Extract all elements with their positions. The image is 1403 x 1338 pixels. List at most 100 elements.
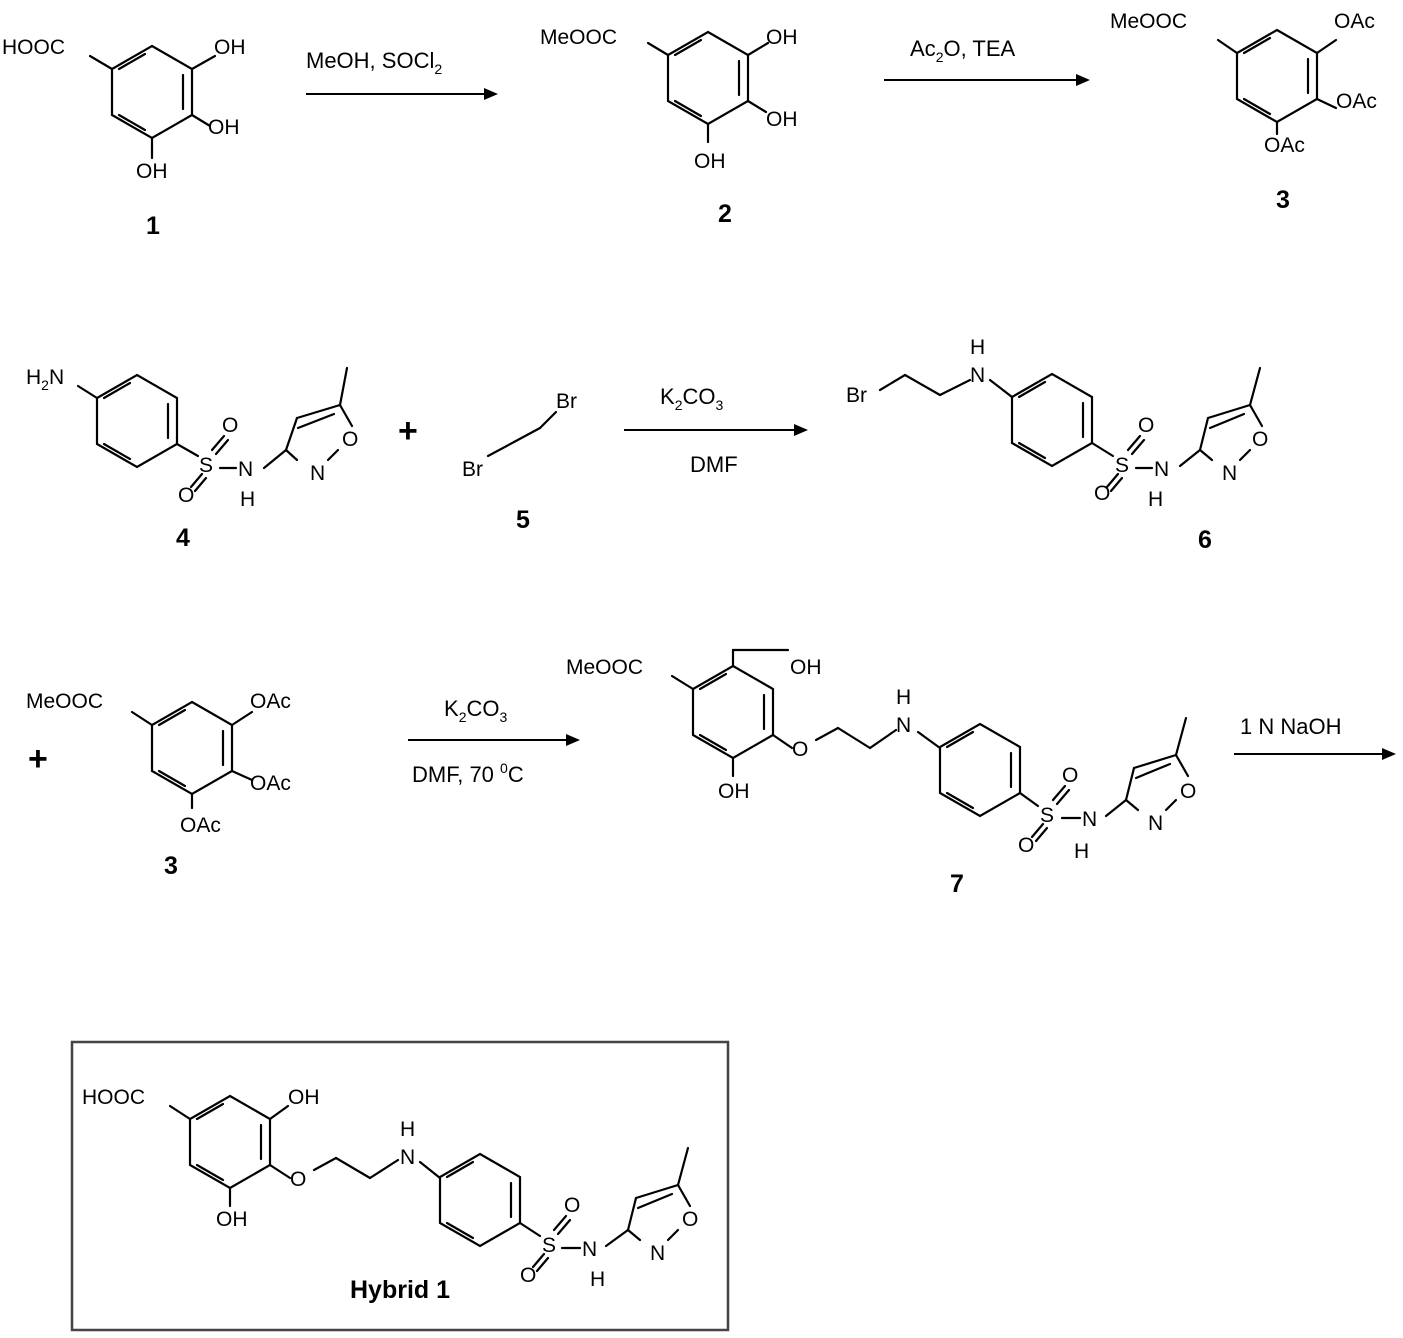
compound-5-number: 5	[516, 506, 530, 534]
compound-4-iso-n: N	[310, 462, 325, 485]
compound-4-nh-n: N	[238, 458, 253, 481]
compound-7-nh2-n: N	[1082, 808, 1097, 831]
compound-7: MeOOC OH OH O H N S O O N H N O 7	[566, 648, 1196, 898]
compound-3-reactant-oac-bottom: OAc	[180, 814, 221, 837]
compound-2-oh-top: OH	[766, 26, 798, 49]
hybrid-1-nh-h: H	[400, 1118, 415, 1141]
compound-5-br1: Br	[556, 390, 577, 413]
compound-1: HOOC OH OH OH 1	[2, 36, 246, 240]
compound-4-bonds	[76, 366, 354, 493]
reaction-arrow-2	[884, 74, 1090, 86]
reagent-dmf-70c: DMF, 70 0C	[412, 760, 524, 787]
compound-4: H2N S O O N H N O 4	[26, 366, 358, 552]
compound-6-nh2-h: H	[1148, 488, 1163, 511]
compound-7-oh-bottom: OH	[718, 780, 750, 803]
compound-1-number: 1	[146, 212, 160, 240]
compound-6-number: 6	[1198, 526, 1212, 554]
compound-3-reactant: MeOOC OAc OAc OAc 3	[26, 690, 291, 880]
compound-7-o2: O	[1018, 834, 1034, 857]
hybrid-1-o1: O	[564, 1194, 580, 1217]
hybrid-1-bonds	[168, 1094, 692, 1273]
reagent-k2co3: K2CO3	[660, 384, 723, 413]
hybrid-1-iso-o: O	[682, 1208, 698, 1231]
reagent-k2co3-row3: K2CO3	[444, 696, 507, 725]
compound-3-oac-bottom: OAc	[1264, 134, 1305, 157]
plus-sign-row2: +	[398, 412, 418, 450]
compound-7-o1: O	[1062, 764, 1078, 787]
compound-3-reactant-bonds	[130, 700, 254, 810]
hybrid-1-label: Hybrid 1	[350, 1276, 450, 1304]
hybrid-1-nh2-h: H	[590, 1268, 605, 1291]
compound-2-number: 2	[718, 200, 732, 228]
compound-3-reactant-oac-mid: OAc	[250, 772, 291, 795]
compound-4-iso-o: O	[342, 428, 358, 451]
reaction-arrow-4	[408, 734, 580, 746]
compound-7-nh-h: H	[896, 686, 911, 709]
product-box-frame	[70, 1040, 730, 1332]
compound-1-oh-bottom: OH	[136, 160, 168, 183]
compound-3-reactant-ester: MeOOC	[26, 690, 103, 713]
plus-sign-row3: +	[28, 740, 48, 778]
reaction-arrow-3	[624, 424, 808, 436]
compound-6-nh-n: N	[970, 364, 985, 387]
hybrid-1-iso-n: N	[650, 1242, 665, 1265]
reaction-arrow-5	[1234, 748, 1396, 760]
compound-3-ester: MeOOC	[1110, 10, 1187, 33]
compound-6-o1: O	[1138, 414, 1154, 437]
hybrid-1-nh2-n: N	[582, 1238, 597, 1261]
compound-3-bonds	[1216, 28, 1338, 136]
compound-1-oh-top: OH	[214, 36, 246, 59]
compound-3-reactant-oac-top: OAc	[250, 690, 291, 713]
compound-7-nh2-h: H	[1074, 840, 1089, 863]
compound-1-oh-mid: OH	[208, 116, 240, 139]
compound-3-reactant-number: 3	[164, 852, 178, 880]
hybrid-1-oh-top: OH	[288, 1086, 320, 1109]
hybrid-1-nh-n: N	[400, 1146, 415, 1169]
compound-7-nh-n: N	[896, 714, 911, 737]
reagent-meoh-socl2: MeOH, SOCl2	[306, 48, 442, 77]
compound-7-oh-top: OH	[790, 656, 822, 679]
reaction-arrow-1	[306, 88, 498, 100]
reagent-ac2o-tea: Ac2O, TEA	[910, 36, 1016, 65]
compound-6-s: S	[1115, 454, 1129, 477]
compound-5-br2: Br	[462, 458, 483, 481]
compound-7-bonds	[670, 648, 1190, 843]
compound-5: Br Br 5	[462, 390, 577, 534]
compound-7-s: S	[1040, 804, 1054, 827]
product-box: HOOC OH OH O H N S O O N H N O Hybrid 1	[70, 1040, 730, 1332]
compound-2: MeOOC OH OH OH 2	[540, 26, 798, 228]
compound-6-iso-n: N	[1222, 462, 1237, 485]
hybrid-1-ether-o: O	[290, 1168, 306, 1191]
compound-7-iso-n: N	[1148, 812, 1163, 835]
compound-3-number: 3	[1276, 186, 1290, 214]
compound-3-oac-top: OAc	[1334, 10, 1375, 33]
compound-2-ester: MeOOC	[540, 26, 617, 49]
compound-7-number: 7	[950, 870, 964, 898]
compound-7-ether-o: O	[792, 738, 808, 761]
compound-6-iso-o: O	[1252, 428, 1268, 451]
compound-3: MeOOC OAc OAc OAc 3	[1110, 10, 1377, 214]
compound-7-iso-o: O	[1180, 780, 1196, 803]
compound-6-nh-h: H	[970, 336, 985, 359]
compound-2-oh-mid: OH	[766, 108, 798, 131]
hybrid-1-o2: O	[520, 1264, 536, 1287]
compound-3-oac-mid: OAc	[1336, 90, 1377, 113]
compound-7-ester: MeOOC	[566, 656, 643, 679]
hybrid-1-oh-bottom: OH	[216, 1208, 248, 1231]
reagent-dmf: DMF	[690, 452, 738, 477]
compound-4-number: 4	[176, 524, 190, 552]
compound-6-br: Br	[846, 384, 867, 407]
compound-1-bonds	[88, 44, 217, 160]
compound-4-s: S	[199, 454, 213, 477]
compound-2-bonds	[646, 30, 770, 144]
compound-4-o2: O	[178, 484, 194, 507]
compound-6: Br H N S O O N H N O 6	[846, 336, 1268, 554]
compound-6-bonds	[878, 366, 1264, 493]
hybrid-1-s: S	[542, 1234, 556, 1257]
compound-1-cooh: HOOC	[2, 36, 65, 59]
compound-6-nh2-n: N	[1154, 458, 1169, 481]
compound-4-nh-h: H	[240, 488, 255, 511]
compound-4-h2n: H2N	[26, 366, 64, 393]
reagent-naoh: 1 N NaOH	[1240, 714, 1341, 739]
